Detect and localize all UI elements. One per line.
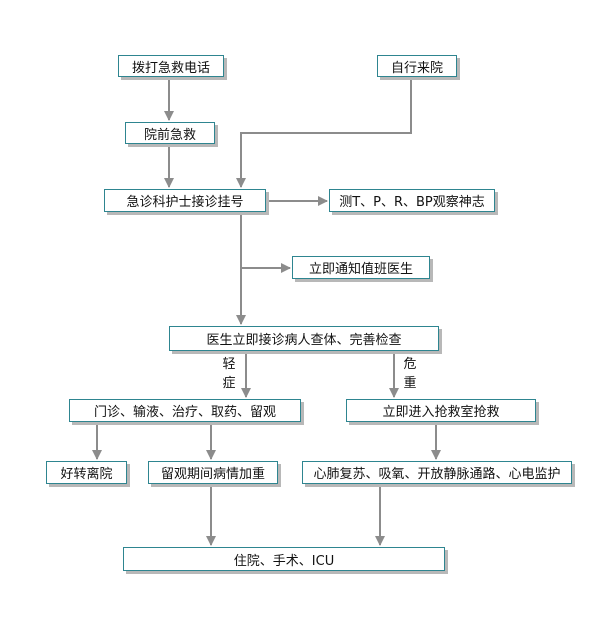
node-rescue-room: 立即进入抢救室抢救 bbox=[346, 399, 536, 422]
node-outpatient-treatment: 门诊、输液、治疗、取药、留观 bbox=[69, 399, 301, 422]
node-admission-surgery-icu: 住院、手术、ICU bbox=[123, 547, 445, 571]
node-worsened-observation: 留观期间病情加重 bbox=[148, 461, 278, 484]
node-notify-doctor: 立即通知值班医生 bbox=[292, 256, 430, 279]
branch-label-critical-char-2: 重 bbox=[403, 376, 417, 391]
branch-label-mild: 轻 症 bbox=[221, 355, 237, 393]
arrow-self-arrival-to-triage bbox=[236, 77, 412, 188]
branch-label-mild-char-2: 症 bbox=[222, 376, 236, 391]
node-call-emergency: 拨打急救电话 bbox=[118, 55, 224, 77]
node-resuscitation: 心肺复苏、吸氧、开放静脉通路、心电监护 bbox=[302, 461, 572, 484]
node-triage-registration: 急诊科护士接诊挂号 bbox=[104, 189, 266, 212]
node-doctor-examination: 医生立即接诊病人查体、完善检查 bbox=[169, 326, 439, 351]
branch-label-critical: 危 重 bbox=[402, 355, 418, 393]
node-prehospital-care: 院前急救 bbox=[125, 122, 215, 144]
node-self-arrival: 自行来院 bbox=[377, 55, 457, 77]
branch-label-critical-char-1: 危 bbox=[403, 357, 417, 372]
node-recovered-discharge: 好转离院 bbox=[46, 461, 127, 484]
branch-label-mild-char-1: 轻 bbox=[222, 357, 236, 372]
node-vital-signs: 测T、P、R、BP观察神志 bbox=[329, 189, 495, 212]
